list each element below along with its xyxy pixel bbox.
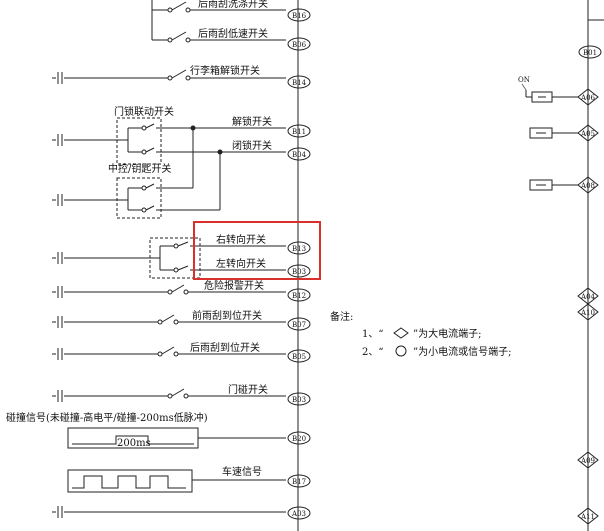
row-label: 闭锁开关 [232,139,272,152]
diamond-terminal [577,303,599,321]
notes: 备注: 1、“ ”为大电流端子; 2、“ ”为小电流或信号端子; [330,310,511,358]
pin-oval [287,506,311,520]
pin-oval [578,45,602,59]
notes-title: 备注: [330,310,353,323]
group-label: 中控/钥匙开关 [108,162,171,175]
row-rear-wiper-park: 后雨刮到位开关 B05 [52,341,311,363]
diamond-terminal [577,88,599,106]
door-lock-switch-group: 门锁联动开关 解锁开关 闭锁开关 B11 B04 [52,105,311,165]
key-switch-group: 中控/钥匙开关 [52,128,221,219]
diamond-icon [393,327,409,339]
pin-label: B17 [292,478,306,486]
pin-label: B04 [292,151,307,159]
row-label: 行李箱解锁开关 [190,64,260,77]
pin-label: A08 [580,182,595,190]
crash-signal-label: 碰撞信号(未碰撞-高电平/碰撞-200ms低脉冲) [6,411,208,424]
row-speed-signal: 车速信号 B17 [67,465,311,493]
turn-signal-group: 右转向开关 左转向开关 B13 B03 [52,233,311,279]
pin-label: B11 [292,128,306,136]
pulse-width-label: 200ms [117,438,151,449]
pin-label: B01 [583,49,597,57]
row-label: 后雨刮到位开关 [190,341,260,354]
group-label: 门锁联动开关 [114,105,174,118]
pin-label: B05 [292,353,306,361]
diamond-terminal [577,124,599,142]
row-label: 后雨刮低速开关 [198,27,268,40]
row-trunk-unlock: 行李箱解锁开关 B14 [52,64,311,89]
pin-label: B13 [292,245,306,253]
row-label: 解锁开关 [232,115,272,128]
pin-label: A05 [580,130,595,138]
pin-label: B06 [292,41,307,49]
pin-oval [287,124,311,138]
row-label: 左转向开关 [216,257,266,270]
row-label: 危险报警开关 [204,279,264,292]
pin-label: B03 [292,396,306,404]
row-hazard: 危险报警开关 B12 [52,279,311,302]
row-crash-signal: 碰撞信号(未碰撞-高电平/碰撞-200ms低脉冲) 200ms B20 [6,411,311,449]
pin-label: B20 [292,435,306,443]
row-front-wiper-park: 前雨刮到位开关 B07 [52,309,311,331]
diamond-terminal [577,176,599,194]
pin-oval [287,75,311,89]
row-label: 前雨刮到位开关 [192,309,262,322]
pin-oval [287,317,311,331]
pin-oval [287,241,311,255]
pin-label: A06 [580,94,596,102]
row-rear-wiper-wash: 后雨刮洗涤开关 B16 [151,0,311,40]
pin-oval [287,37,311,51]
circle-icon [395,345,407,357]
highlight-box [193,221,321,280]
pin-label: A10 [580,309,595,317]
pin-label: A03 [291,510,306,518]
pin-label: A09 [580,457,595,465]
pin-oval [287,288,311,302]
on-label: ON [518,76,530,84]
pin-label: B12 [292,292,306,300]
pin-label: A04 [580,293,596,301]
row-label: 右转向开关 [216,233,266,246]
note-line-1-suffix: ”为大电流端子; [413,327,481,340]
row-rear-wiper-low: 后雨刮低速开关 B06 [152,27,311,51]
row-label: 门碰开关 [228,383,268,396]
note-line-2-suffix: ”为小电流或信号端子; [413,345,511,358]
diamond-terminal [577,507,599,525]
right-panel: B01 ON A06 A05 A08 A04 A10 A09 A11 [518,0,604,531]
pin-label: B07 [292,321,306,329]
pin-oval [287,431,311,445]
pin-oval [287,147,311,161]
diamond-terminal [577,451,599,469]
pin-oval [287,8,311,22]
pin-label: A11 [580,513,595,521]
row-bottom: A03 [52,506,311,520]
row-label: 后雨刮洗涤开关 [198,0,268,10]
note-line-1-prefix: 1、“ [362,329,383,340]
pin-label: B03 [292,268,306,276]
pin-oval [287,264,311,278]
row-label: 车速信号 [222,465,262,478]
pin-label: B16 [292,12,307,20]
row-door-contact: 门碰开关 B03 [52,383,311,406]
pin-oval [287,474,311,488]
note-line-2-prefix: 2、“ [362,347,383,358]
pin-oval [287,349,311,363]
pin-oval [287,392,311,406]
pin-label: B14 [292,79,307,87]
